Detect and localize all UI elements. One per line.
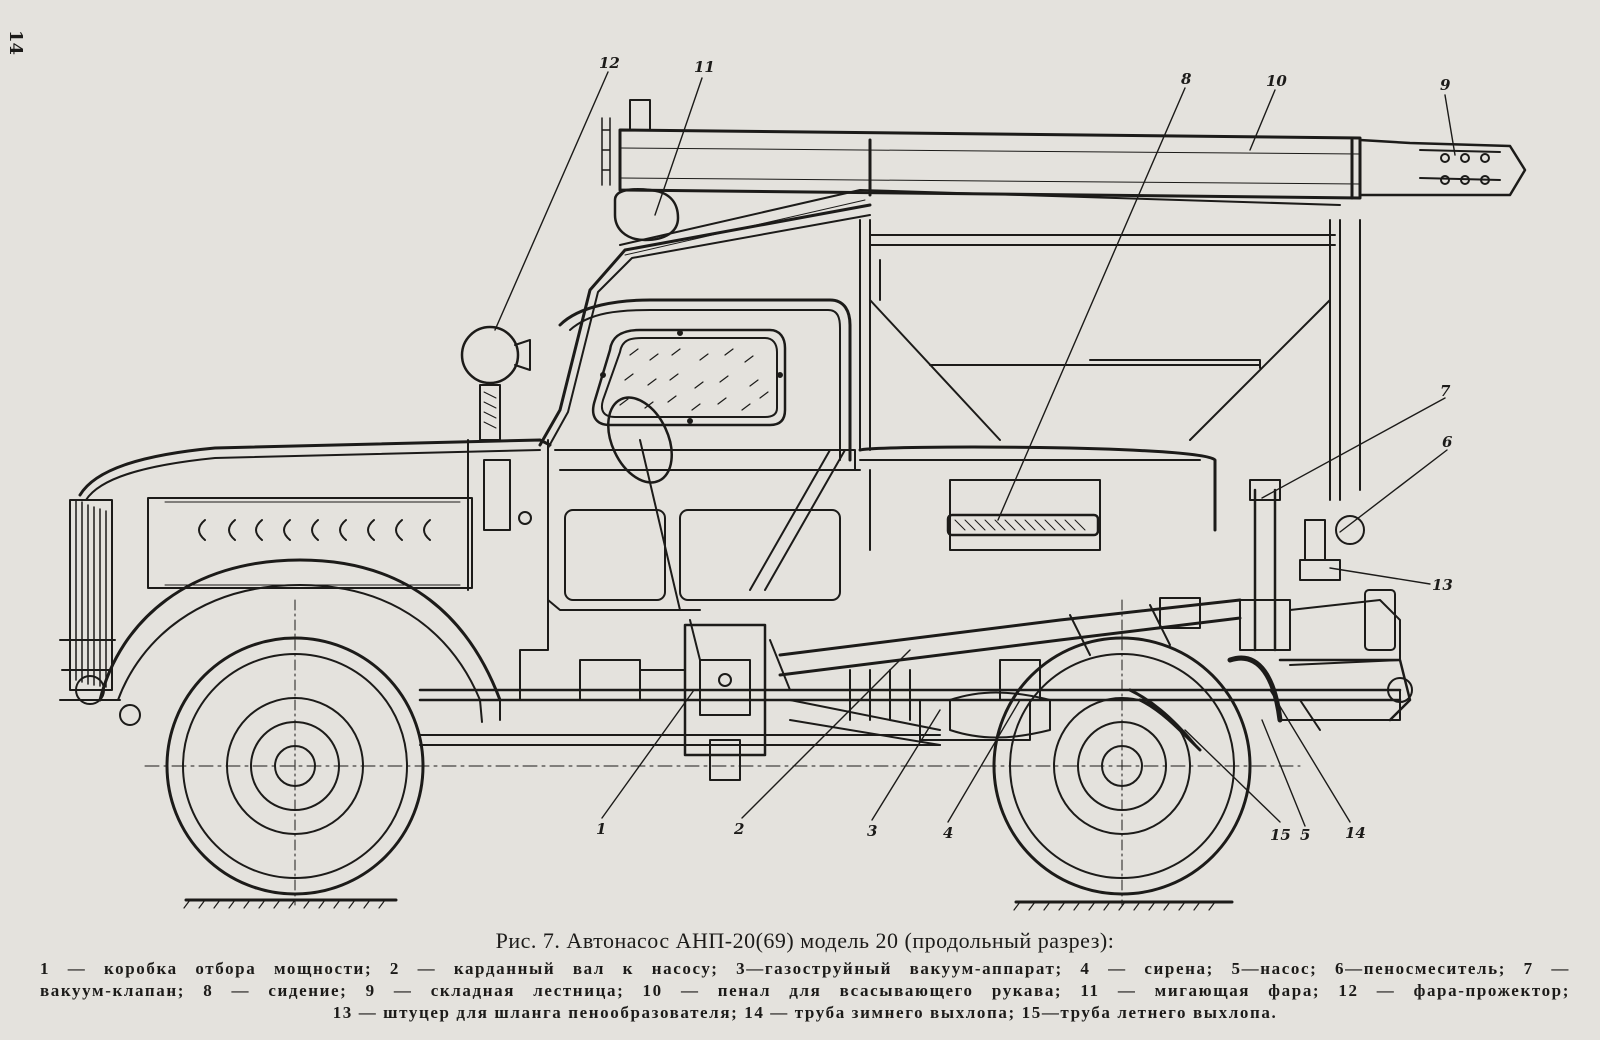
callout-13: 13 [1432,576,1453,594]
caption-line-2: вакуум-клапан; 8 — сидение; 9 — складная… [40,981,1570,1000]
caption-title: Рис. 7. Автонасос АНП-20(69) модель 20 (… [495,928,1115,953]
seat-frame [749,219,1361,591]
steering-wheel [607,396,701,661]
callout-1: 1 [596,820,606,838]
cab-body [519,298,861,701]
flashing-light [613,188,680,242]
ground-front [183,898,398,909]
callout-3: 3 [867,822,877,840]
callout-5: 5 [1300,826,1310,844]
pump-driveshaft [769,597,1242,691]
callout-4: 4 [943,824,953,842]
callout-11: 11 [694,58,715,76]
callout-8: 8 [1181,70,1192,88]
radiator-grille [59,499,141,726]
callout-6: 6 [1442,433,1453,451]
figure-caption: Рис. 7. Автонасос АНП-20(69) модель 20 (… [40,928,1570,1024]
summer-exhaust-pipe [1128,688,1202,752]
foam-mixer [1299,515,1365,581]
rear-wheel [992,599,1252,906]
vehicle-cutaway-diagram: 12 11 8 10 9 7 6 13 1 2 3 4 15 5 14 [59,54,1527,911]
callout-14: 14 [1345,824,1366,842]
caption-line-1: 1 — коробка отбора мощности; 2 — карданн… [40,959,1570,978]
vacuum-apparatus [789,669,1031,746]
callout-9: 9 [1440,76,1451,94]
callout-7: 7 [1440,382,1451,400]
callout-labels: 12 11 8 10 9 7 6 13 1 2 3 4 15 5 14 [596,54,1453,844]
seat-cushion [946,513,1100,537]
ground-rear [1013,900,1234,911]
caption-line-3: 13 — штуцер для шланга пенообразователя;… [332,1003,1278,1022]
pump [1239,479,1401,666]
callout-10: 10 [1266,72,1287,90]
front-wheel [165,599,425,906]
rear-bumper [1278,658,1413,731]
roof-rail [538,189,1341,449]
callout-2: 2 [733,820,744,838]
pto-gearbox [579,623,767,781]
hood [78,438,552,591]
folding-ladder [1358,138,1527,197]
leader-lines [494,71,1456,827]
callout-15: 15 [1270,826,1291,844]
searchlight [460,325,532,531]
cab-window [591,328,787,427]
callout-12: 12 [599,54,620,72]
suction-hose-tube [601,99,1362,200]
winter-exhaust-pipe [1227,655,1283,723]
